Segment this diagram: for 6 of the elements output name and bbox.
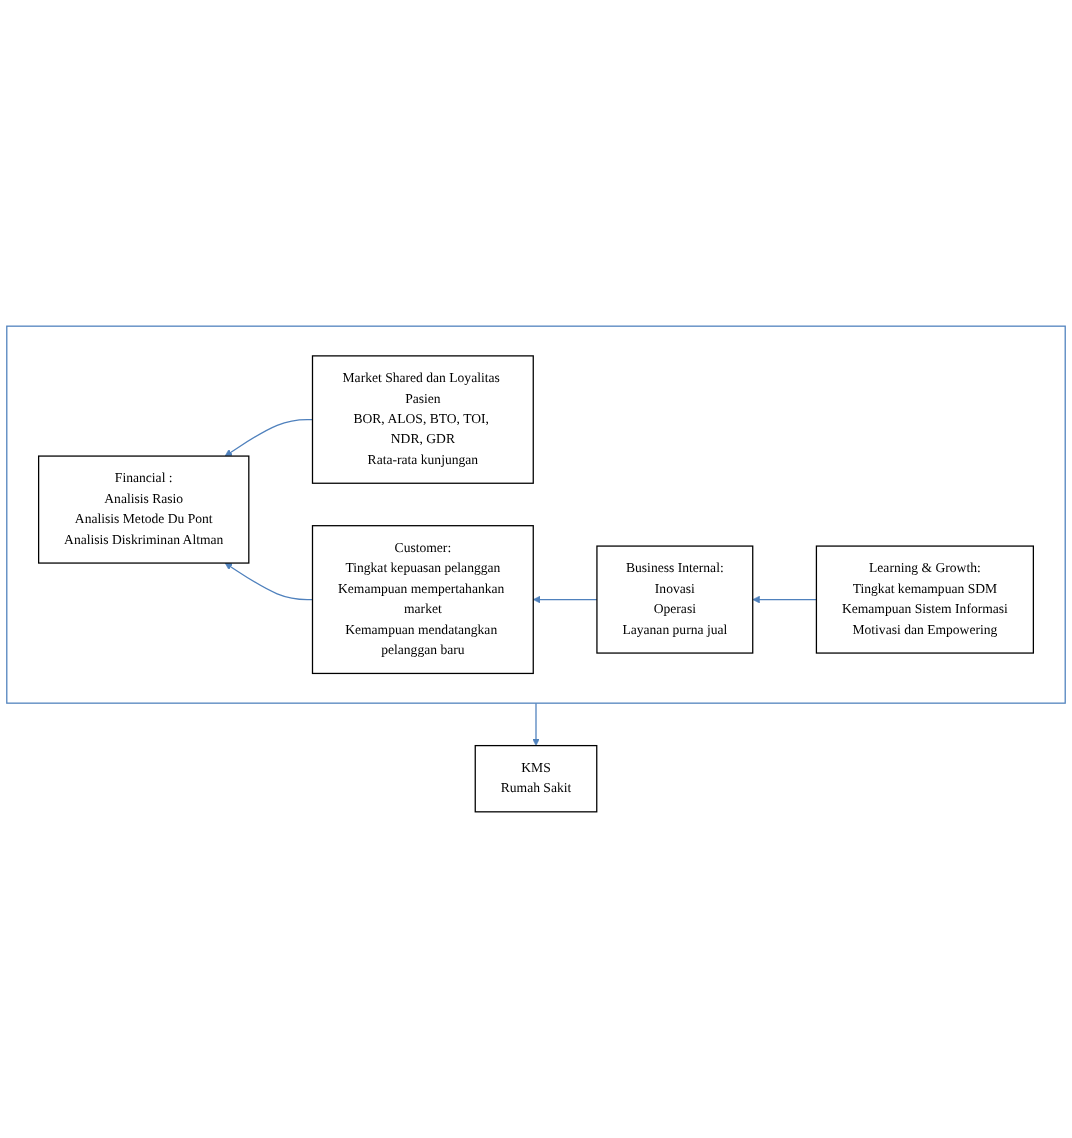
arrow (532, 595, 598, 604)
cluster (6, 325, 1066, 704)
arrow (532, 702, 540, 746)
arrow (752, 595, 818, 604)
arrow (224, 418, 314, 457)
arrow (224, 562, 314, 601)
